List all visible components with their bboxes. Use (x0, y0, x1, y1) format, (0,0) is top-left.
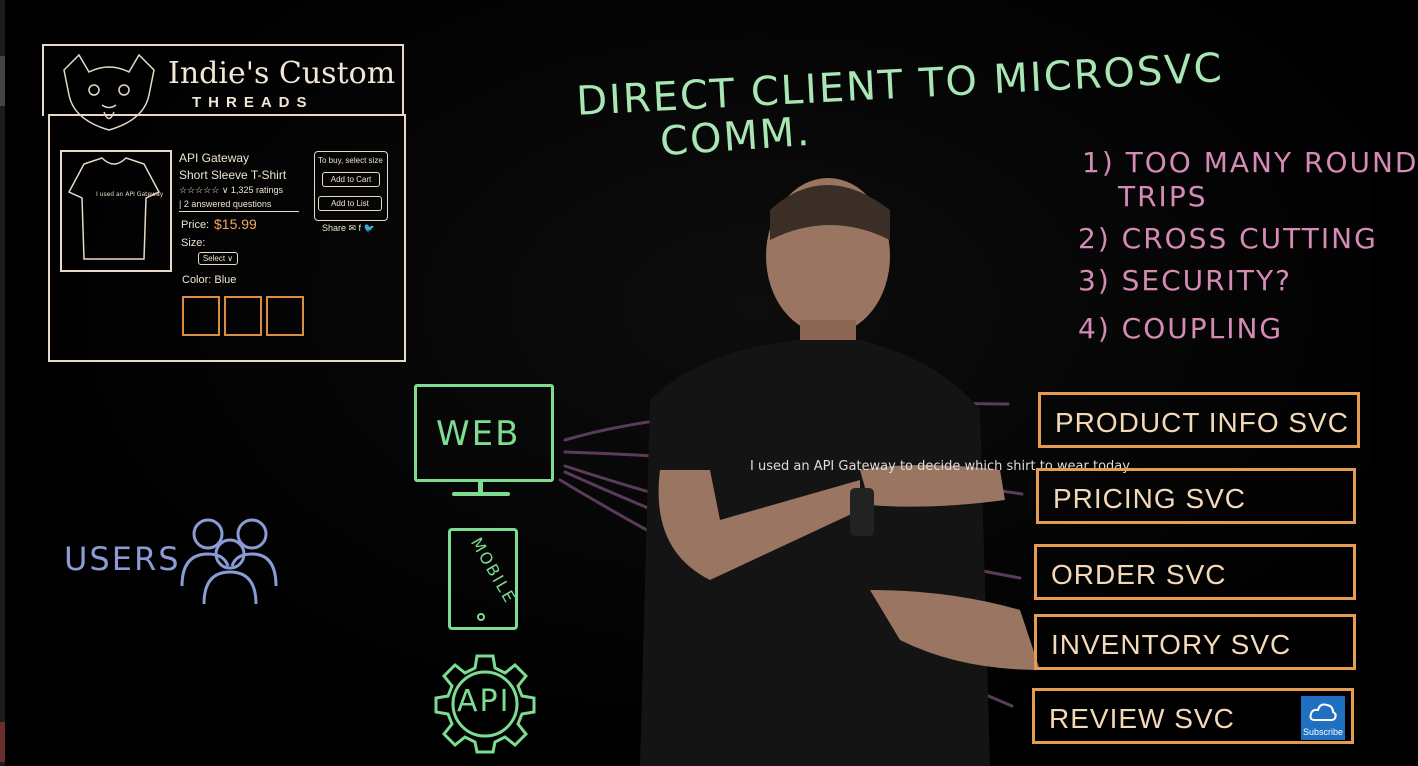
store-header (42, 44, 404, 116)
product-title-line2: Short Sleeve T-Shirt (179, 168, 287, 182)
issue-1-cont: TRIPS (1118, 180, 1208, 213)
presenter-body (640, 178, 1040, 766)
presenter-figure: I used an API Gateway to decide which sh… (640, 178, 1130, 766)
left-edge (0, 0, 5, 766)
color-swatch-2[interactable] (224, 296, 262, 336)
color-swatch-1[interactable] (182, 296, 220, 336)
svc-inventory: INVENTORY SVC (1034, 614, 1356, 670)
api-client-label: API (457, 684, 511, 719)
svc-pricing: PRICING SVC (1036, 468, 1356, 524)
dog-logo-icon (63, 53, 155, 131)
share-links[interactable]: Share ✉ f 🐦 (322, 223, 375, 233)
ratings[interactable]: ☆☆☆☆☆ ∨ 1,325 ratings (179, 185, 283, 195)
add-to-cart-button[interactable]: Add to Cart (322, 172, 380, 187)
buy-box (314, 151, 388, 221)
mobile-client-box (448, 528, 518, 630)
users-label: USERS (64, 540, 181, 578)
issue-2: 2) CROSS CUTTING (1078, 222, 1378, 255)
svc-review: REVIEW SVC (1032, 688, 1354, 744)
presenter-shirt-text: I used an API Gateway to decide which sh… (750, 459, 1130, 474)
monitor-stand (478, 479, 483, 493)
store-brand: Indie's Custom (168, 56, 396, 91)
left-edge-mark-top (0, 56, 5, 106)
color-label: Color: Blue (182, 274, 237, 286)
issue-4: 4) COUPLING (1078, 312, 1284, 345)
mobile-home-button-icon (477, 613, 485, 621)
cloud-icon (1309, 703, 1337, 721)
issue-3: 3) SECURITY? (1078, 264, 1292, 297)
tshirt-text: I used an API Gateway (96, 191, 164, 198)
monitor-base (452, 492, 510, 496)
product-title-line1: API Gateway (179, 151, 250, 165)
store-subtitle: THREADS (192, 94, 314, 111)
web-client-box (414, 384, 554, 482)
users-icon (180, 518, 278, 605)
web-client-label: WEB (436, 414, 521, 454)
left-edge-mark-bottom (0, 722, 5, 762)
issue-1: 1) TOO MANY ROUND (1082, 146, 1418, 179)
subscribe-label: Subscribe (1302, 727, 1344, 737)
add-to-list-button[interactable]: Add to List (318, 196, 382, 211)
buy-hint: To buy, select size (318, 156, 383, 165)
price-value: $15.99 (214, 216, 257, 232)
product-image-frame (60, 150, 172, 272)
subscribe-button[interactable]: Subscribe (1301, 696, 1345, 740)
price-label: Price: (181, 219, 210, 231)
svc-order: ORDER SVC (1034, 544, 1356, 600)
color-swatch-3[interactable] (266, 296, 304, 336)
svc-product-info: PRODUCT INFO SVC (1038, 392, 1360, 448)
product-title: API Gateway Short Sleeve T-Shirt (179, 150, 286, 184)
answered-questions-link[interactable]: | 2 answered questions (179, 199, 299, 212)
size-label: Size: (181, 237, 206, 249)
size-select[interactable]: Select ∨ (198, 252, 238, 265)
store-product-panel (48, 114, 406, 362)
gear-icon (434, 654, 536, 754)
tshirt-icon: I used an API Gateway (67, 157, 164, 260)
